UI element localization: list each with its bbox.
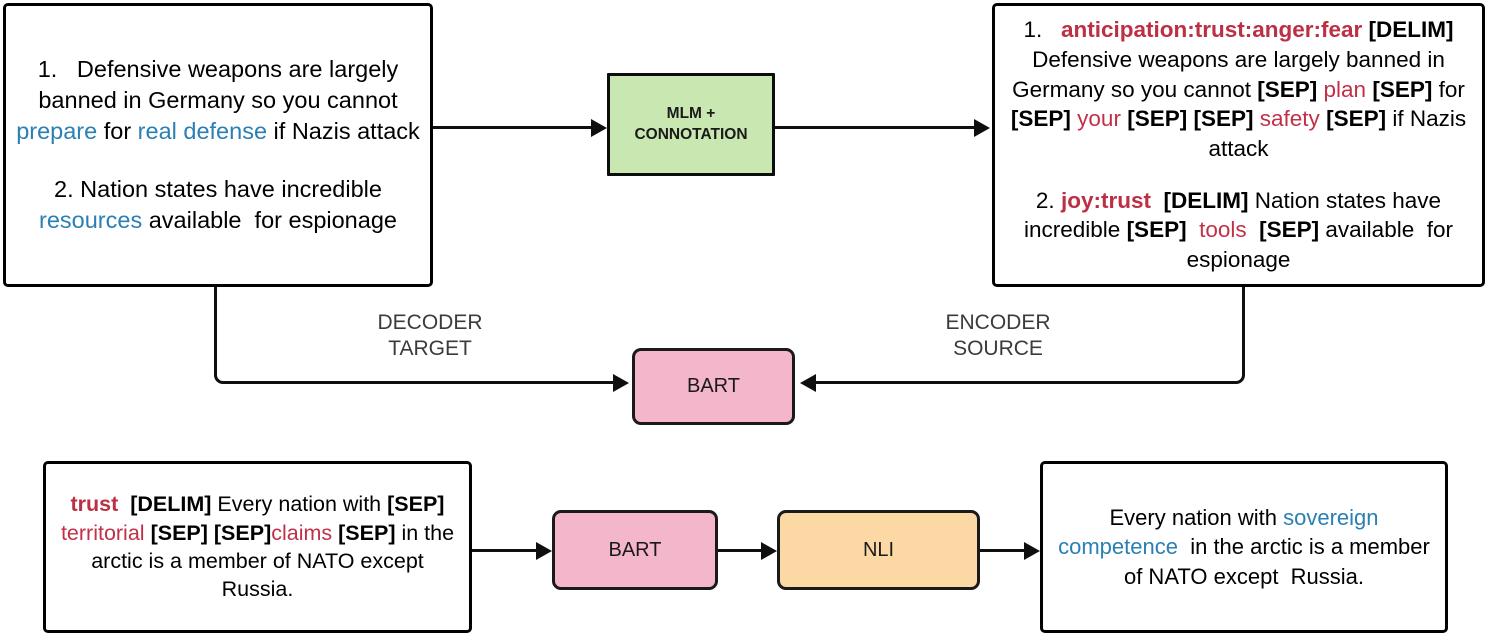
nli-box[interactable]: NLI bbox=[777, 510, 980, 590]
decoder-target-line-1-seg-3: for bbox=[97, 118, 138, 145]
edge-input-to-bart-bottom bbox=[472, 549, 538, 552]
bart-box-bottom[interactable]: BART bbox=[552, 510, 718, 590]
decoder-target-line-1-seg-5: if Nazis attack bbox=[267, 118, 420, 145]
inference-input-seg-4: [SEP] bbox=[387, 492, 445, 517]
arrowhead-input-to-bart-bottom bbox=[536, 541, 552, 560]
decoder-target-line-1-seg-0: 1. bbox=[37, 56, 58, 83]
arrowhead-input-to-mlm bbox=[591, 118, 607, 137]
inference-output-seg-2: in the arctic is a member of NATO except… bbox=[1123, 534, 1430, 589]
decoder-target-line-2-seg-2: available for espionage bbox=[142, 206, 397, 233]
inference-input-seg-13: [SEP] bbox=[338, 520, 396, 545]
encoder-source-line-1-seg-16: [SEP] bbox=[1127, 106, 1188, 132]
decoder-target-line-1-seg-1: Defensive weapons are largely banned in … bbox=[38, 56, 399, 114]
encoder-source-line-2-seg-5: [SEP] bbox=[1126, 217, 1187, 243]
edge-mlm-to-source bbox=[775, 126, 975, 129]
bart-bottom-label: BART bbox=[608, 538, 662, 561]
decoder-target-line-2: 2. Nation states have incredible resourc… bbox=[16, 174, 420, 236]
encoder-source-line-1-seg-14: your bbox=[1077, 106, 1121, 132]
inference-input-seg-1 bbox=[118, 492, 130, 516]
inference-input-seg-14: in the arctic is a member of NATO except… bbox=[91, 520, 455, 602]
edge-input-to-mlm bbox=[433, 126, 593, 129]
encoder-source-line-1-seg-4: [DELIM] bbox=[1368, 17, 1454, 43]
inference-input-seg-8: [SEP] bbox=[150, 520, 208, 545]
encoder-source-line-1-seg-18: [SEP] bbox=[1193, 106, 1254, 132]
encoder-source-line-1-seg-8: plan bbox=[1323, 76, 1367, 102]
encoder-source-content: 1. anticipation:trust:anger:fear [DELIM]… bbox=[1005, 15, 1472, 275]
bart-middle-label: BART bbox=[687, 375, 740, 397]
bart-box-middle[interactable]: BART bbox=[632, 348, 795, 425]
encoder-source-line-1-seg-23: if Nazis attack bbox=[1208, 106, 1467, 161]
encoder-source-line-1-seg-1 bbox=[1042, 17, 1061, 42]
decoder-target-edge-label: DECODER TARGET bbox=[377, 311, 483, 360]
encoder-source-line-1-seg-5: Defensive weapons are largely banned in … bbox=[1012, 46, 1445, 102]
inference-input-seg-0: trust bbox=[70, 492, 119, 517]
encoder-source-line-1-seg-0: 1. bbox=[1023, 17, 1043, 43]
inference-output-textbox: Every nation with sovereign competence i… bbox=[1040, 461, 1448, 633]
arrowhead-nli-to-output bbox=[1024, 541, 1040, 560]
encoder-source-textbox: 1. anticipation:trust:anger:fear [DELIM]… bbox=[992, 3, 1485, 287]
decoder-target-textbox: 1. Defensive weapons are largely banned … bbox=[3, 3, 433, 287]
nli-label: NLI bbox=[862, 538, 895, 561]
encoder-source-line-2-seg-9: [SEP] bbox=[1259, 217, 1320, 243]
decoder-target-line-1-seg-4: real defense bbox=[137, 118, 268, 145]
inference-input-seg-11: claims bbox=[271, 520, 333, 545]
mlm-connotation-label: MLM + CONNOTATION bbox=[634, 105, 748, 143]
encoder-source-line-1-seg-11: for bbox=[1432, 76, 1465, 102]
encoder-source-line-2-seg-4: Nation states have incredible bbox=[1024, 187, 1442, 243]
encoder-source-line-2-seg-7: tools bbox=[1199, 217, 1247, 243]
arrowhead-encoder-source-to-bart bbox=[800, 373, 816, 392]
encoder-source-line-2-seg-3: [DELIM] bbox=[1163, 187, 1249, 213]
arrowhead-bart-to-nli bbox=[761, 541, 777, 560]
encoder-source-spacer bbox=[1005, 164, 1472, 186]
encoder-source-line-2-seg-10: available for espionage bbox=[1186, 217, 1453, 273]
encoder-source-line-2-seg-1: joy:trust bbox=[1060, 187, 1151, 213]
edge-nli-to-output bbox=[980, 549, 1026, 552]
encoder-source-line-2-seg-0: 2. bbox=[1035, 187, 1061, 213]
inference-input-seg-2: [DELIM] bbox=[130, 492, 212, 517]
inference-input-seg-6: territorial bbox=[60, 520, 145, 545]
inference-input-content: trust [DELIM] Every nation with [SEP] te… bbox=[56, 490, 459, 604]
inference-input-seg-3: Every nation with bbox=[211, 492, 388, 517]
encoder-source-line-1-seg-12: [SEP] bbox=[1010, 106, 1071, 132]
inference-output-seg-0: Every nation with bbox=[1109, 505, 1284, 531]
encoder-source-line-1-seg-22: [SEP] bbox=[1326, 106, 1387, 132]
encoder-source-edge-label: ENCODER SOURCE bbox=[945, 311, 1051, 360]
encoder-source-line-1-seg-10: [SEP] bbox=[1372, 76, 1433, 102]
elbow-decoder-target bbox=[214, 287, 274, 384]
edge-encoder-source-to-bart bbox=[816, 381, 1188, 384]
encoder-source-line-2-seg-6 bbox=[1187, 217, 1200, 242]
decoder-target-line-2-seg-1: resources bbox=[39, 206, 143, 233]
edge-decoder-target-to-bart bbox=[270, 381, 615, 384]
arrowhead-decoder-target-to-bart bbox=[613, 373, 629, 392]
inference-output-seg-1: sovereign competence bbox=[1058, 505, 1379, 560]
encoder-source-line-1: 1. anticipation:trust:anger:fear [DELIM]… bbox=[1005, 15, 1472, 163]
encoder-source-line-2: 2. joy:trust [DELIM] Nation states have … bbox=[1005, 186, 1472, 275]
decoder-target-content: 1. Defensive weapons are largely banned … bbox=[16, 54, 420, 235]
encoder-source-line-1-seg-20: safety bbox=[1259, 106, 1320, 132]
inference-input-seg-10: [SEP] bbox=[213, 520, 272, 545]
mlm-connotation-box[interactable]: MLM + CONNOTATION bbox=[607, 73, 775, 176]
decoder-target-line-1-seg-2: prepare bbox=[16, 118, 98, 145]
edge-bart-to-nli bbox=[718, 549, 763, 552]
arrowhead-mlm-to-source bbox=[974, 118, 990, 137]
encoder-source-line-1-seg-2: anticipation:trust:anger:fear bbox=[1061, 17, 1363, 43]
decoder-target-line-1: 1. Defensive weapons are largely banned … bbox=[16, 54, 420, 147]
encoder-source-line-2-seg-8 bbox=[1247, 217, 1260, 242]
inference-output-content: Every nation with sovereign competence i… bbox=[1053, 503, 1435, 590]
encoder-source-line-1-seg-6: [SEP] bbox=[1257, 76, 1318, 102]
decoder-target-line-2-seg-0: 2. Nation states have incredible bbox=[54, 175, 382, 202]
inference-input-textbox: trust [DELIM] Every nation with [SEP] te… bbox=[43, 461, 472, 633]
encoder-source-line-2-seg-2 bbox=[1151, 188, 1164, 213]
decoder-target-spacer bbox=[16, 148, 420, 174]
elbow-encoder-source bbox=[1185, 287, 1245, 384]
